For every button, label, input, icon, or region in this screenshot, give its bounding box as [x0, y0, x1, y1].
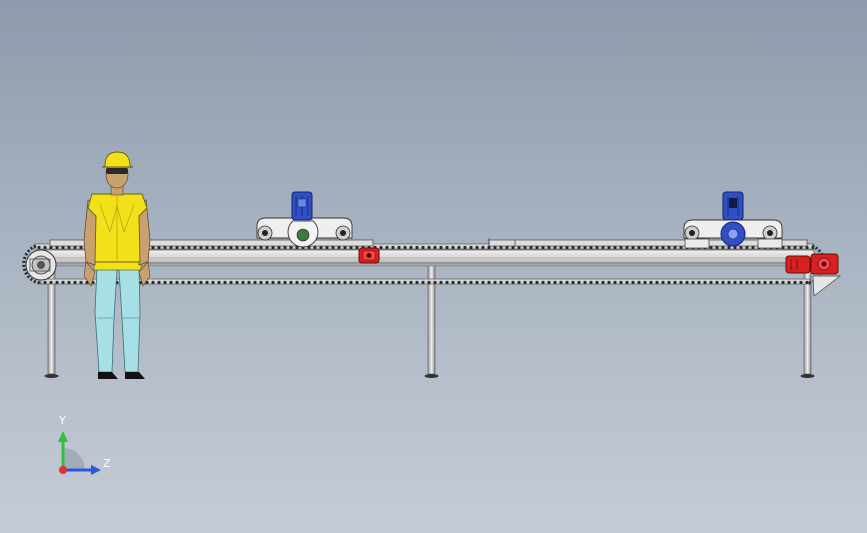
drive-unit-left	[256, 191, 353, 248]
y-axis-label: Y	[59, 414, 66, 427]
gear-motor-red-end	[785, 253, 842, 297]
chain-top-run	[33, 243, 815, 250]
origin-point	[59, 466, 67, 474]
foot-middle	[424, 374, 439, 378]
chain-return-run	[39, 278, 811, 285]
motor-right	[722, 191, 744, 221]
drive-unit-right	[683, 191, 783, 249]
z-axis-label: Z	[103, 457, 111, 470]
coordinate-triad	[58, 431, 101, 475]
foot-left	[44, 374, 59, 378]
end-guard	[812, 275, 842, 297]
worker-figure	[83, 151, 151, 379]
hard-hat	[101, 151, 134, 168]
leg-middle	[427, 251, 436, 375]
foot-right	[800, 374, 815, 378]
y-axis-head	[58, 431, 68, 442]
motor-left	[291, 191, 313, 221]
support-legs	[44, 251, 815, 378]
z-axis-head	[91, 465, 101, 475]
gear-motor-red-mid	[358, 247, 380, 264]
triad-quadrant	[63, 448, 85, 470]
idler-sprocket-left	[25, 249, 57, 281]
conveyor-top-plates	[49, 238, 808, 247]
frame-beam	[41, 249, 815, 267]
goggles	[106, 168, 128, 174]
top-plate-left	[49, 239, 374, 247]
conveyor-chain	[22, 243, 826, 285]
